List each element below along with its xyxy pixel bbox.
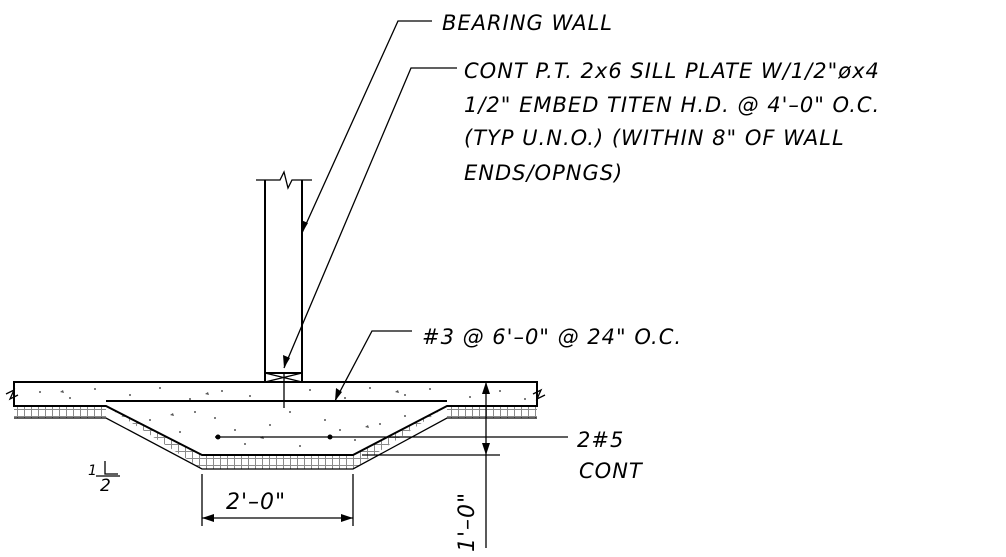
footing-rebar-label-line2: CONT <box>579 459 644 483</box>
depth-dimension-label: 1'–0" <box>455 492 480 552</box>
base-course <box>14 406 537 470</box>
sill-note-line3: (TYP U.N.O.) (WITHIN 8" OF WALL <box>464 126 845 150</box>
width-dimension <box>201 474 354 526</box>
sill-note-line4: ENDS/OPNGS) <box>464 161 623 185</box>
sill-note-line1: CONT P.T. 2x6 SILL PLATE W/1/2"øx4 <box>464 59 880 83</box>
slab-rebar-label: #3 @ 6'–0" @ 24" O.C. <box>422 325 682 349</box>
depth-dimension <box>362 381 500 548</box>
slope-run-label: 2 <box>100 476 112 496</box>
width-dimension-label: 2'–0" <box>226 490 286 515</box>
footing-rebar <box>215 434 333 440</box>
bearing-wall-label: BEARING WALL <box>442 11 613 35</box>
slope-symbol <box>96 461 120 477</box>
slope-rise-label: 1 <box>88 463 98 479</box>
footing-rebar-label-line1: 2#5 <box>577 428 624 452</box>
concrete-stipple <box>39 387 526 447</box>
leaders <box>283 20 568 438</box>
sill-note-line2: 1/2" EMBED TITEN H.D. @ 4'–0" O.C. <box>464 93 880 117</box>
bearing-wall <box>256 170 312 373</box>
